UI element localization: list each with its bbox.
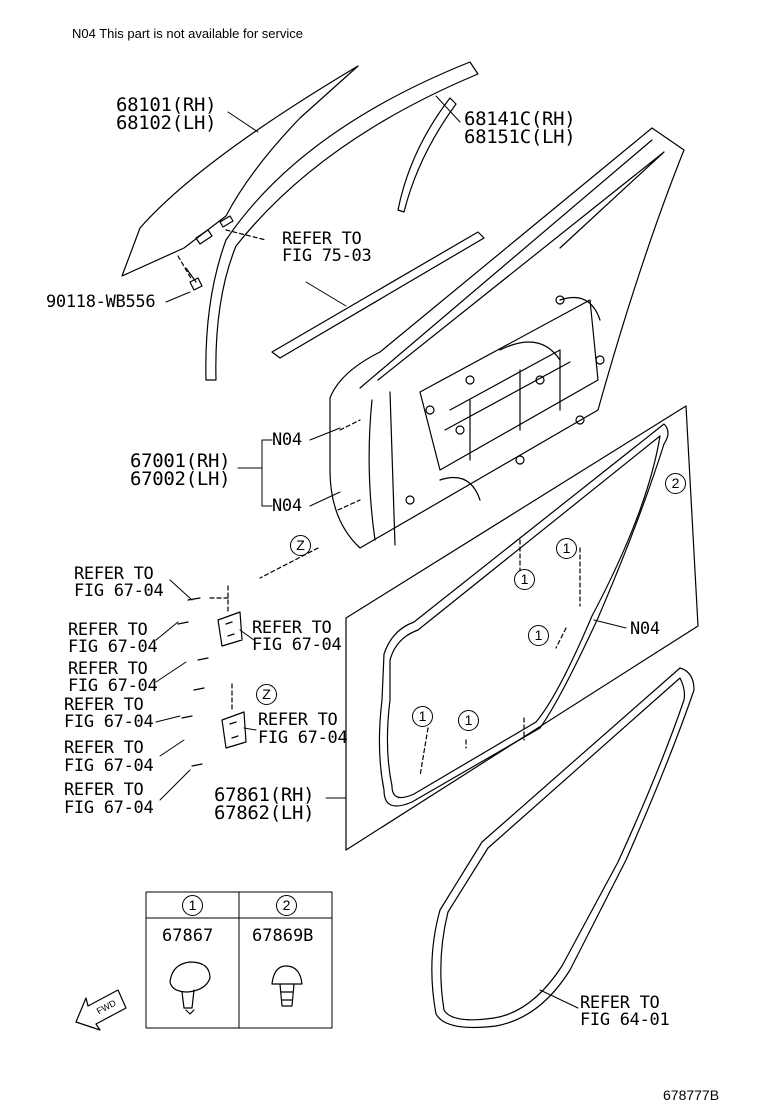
channel-part-rh: 68141C(RH) [464, 108, 576, 130]
door-shell-rh: 67001(RH) [130, 450, 231, 472]
z-marker-hinge: Z [256, 684, 277, 705]
hinge-ref-1-line1: REFER TO [74, 564, 154, 584]
clip-table-header-2: 2 [276, 895, 297, 916]
upper-hinge [177, 597, 243, 661]
hinge-guide-lines [209, 547, 319, 713]
clip-67867-drawing [169, 961, 211, 1015]
clip-part-67867: 67867 [162, 926, 214, 946]
hinge-ref-3-line2: FIG 67-04 [68, 676, 158, 696]
hinge-ref-4-line2: FIG 67-04 [64, 712, 154, 732]
refer-64-line1: REFER TO [580, 993, 660, 1013]
refer-75-line1: REFER TO [282, 229, 362, 249]
z-marker-door: Z [290, 535, 311, 556]
leader-lines [155, 95, 627, 1009]
clip-67869b-drawing [271, 965, 303, 1007]
clip-table-header-1: 1 [182, 895, 203, 916]
hinge-ref-6-line2: FIG 67-04 [64, 798, 154, 818]
hinge-ref-6-line1: REFER TO [64, 780, 144, 800]
hinge-ref-1-line2: FIG 67-04 [74, 581, 164, 601]
weatherstrip-lh: 67862(LH) [214, 802, 315, 824]
refer-75-line2: FIG 75-03 [282, 246, 372, 266]
hinge-ref-5-line2: FIG 67-04 [64, 756, 154, 776]
hinge-ref-3-line1: REFER TO [68, 659, 148, 679]
clip-marker-1d: 1 [412, 706, 433, 727]
refer-64-line2: FIG 64-01 [580, 1010, 670, 1030]
glass-part-rh: 68101(RH) [116, 94, 217, 116]
clip-marker-1b: 1 [514, 569, 535, 590]
lower-hinge [181, 687, 247, 767]
availability-note: N04 This part is not available for servi… [72, 26, 303, 41]
glass-bolt-part: 90118-WB556 [46, 292, 156, 312]
weatherstrip-panel [345, 405, 699, 851]
hinge-side-ref-2-line1: REFER TO [258, 710, 338, 730]
belt-molding [271, 231, 485, 359]
fwd-arrow-icon [75, 989, 127, 1031]
clip-marker-1c: 1 [528, 625, 549, 646]
door-shell [329, 127, 685, 549]
hinge-ref-2-line2: FIG 67-04 [68, 637, 158, 657]
hinge-side-ref-2-line2: FIG 67-04 [258, 728, 348, 748]
opening-weatherstrip [431, 667, 695, 1029]
door-glass [121, 65, 359, 277]
clip-marker-2: 2 [665, 473, 686, 494]
hinge-side-ref-1-line1: REFER TO [252, 618, 332, 638]
hinge-ref-4-line1: REFER TO [64, 695, 144, 715]
hinge-side-ref-1-line2: FIG 67-04 [252, 635, 342, 655]
n04-seal: N04 [630, 619, 660, 639]
clip-part-67869b: 67869B [252, 926, 314, 946]
hinge-ref-5-line1: REFER TO [64, 738, 144, 758]
door-shell-lh: 67002(LH) [130, 468, 231, 490]
figure-code: 678777B [663, 1087, 720, 1103]
n04-lower: N04 [272, 496, 302, 516]
clip-marker-1e: 1 [458, 710, 479, 731]
weatherstrip-rh: 67861(RH) [214, 784, 315, 806]
channel-part-lh: 68151C(LH) [464, 126, 576, 148]
hinge-ref-2-line1: REFER TO [68, 620, 148, 640]
n04-upper: N04 [272, 430, 302, 450]
clip-marker-1a: 1 [556, 538, 577, 559]
glass-run-channel [205, 61, 479, 381]
glass-part-lh: 68102(LH) [116, 112, 217, 134]
glass-bolt [177, 255, 203, 291]
clip-table-lines [145, 891, 333, 1029]
door-weatherstrip [378, 423, 669, 807]
